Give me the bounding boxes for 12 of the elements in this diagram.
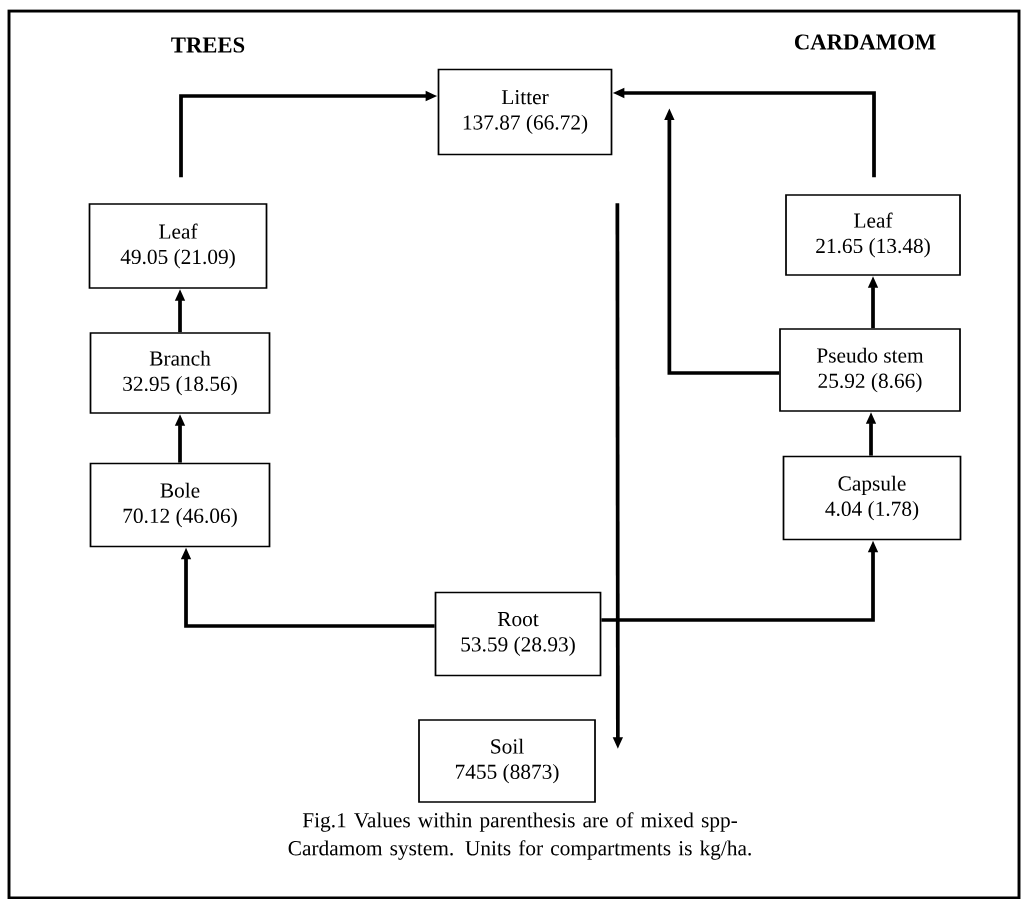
compartment-box: Root 53.59 (28.93) (434, 591, 602, 677)
compartment-box: Pseudo stem 25.92 (8.66) (779, 328, 961, 412)
compartment-box: Capsule 4.04 (1.78) (782, 455, 962, 541)
compartment-box: Soil 7455 (8873) (418, 719, 596, 803)
compartment-box: Litter 137.87 (66.72) (437, 68, 613, 156)
compartment-box: Branch 32.95 (18.56) (89, 332, 271, 414)
group-heading: CARDAMOM (795, 34, 936, 50)
compartment-box: Leaf 21.65 (13.48) (785, 194, 961, 276)
compartment-box: Bole 70.12 (46.06) (89, 462, 271, 548)
group-heading: TREES (171, 37, 245, 53)
compartment-box: Leaf 49.05 (21.09) (88, 203, 268, 289)
caption: Fig.1 Values within parenthesis are of mixed spp-Cardamom system. Units for compartments is kg/ha. (288, 812, 751, 860)
